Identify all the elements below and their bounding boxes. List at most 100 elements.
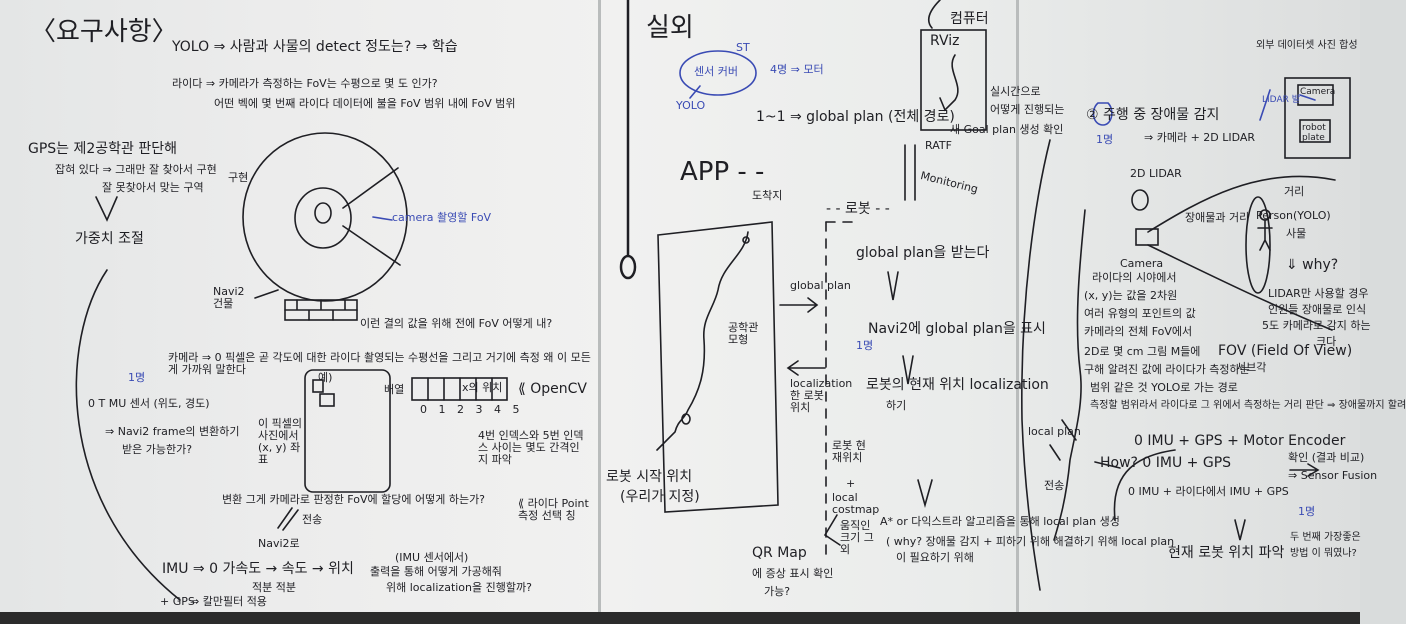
- camera-box-label: Camera: [1300, 87, 1336, 97]
- how-label: 0 IMU + GPS + Motor Encoder: [1134, 433, 1346, 449]
- panel-seam: [1016, 0, 1019, 624]
- navi2-frame-note: ⇒ Navi2 frame의 변환하기: [105, 425, 240, 438]
- robot-current: 로봇 현재위치: [832, 439, 866, 465]
- why-note-2: 이 필요하기 위해: [896, 551, 974, 564]
- yolo-note: YOLO ⇒ 사람과 사물의 detect 정도는? ⇒ 학습: [172, 39, 458, 55]
- lidar-why-4: 크다: [1316, 335, 1337, 348]
- transmit-label: 전송: [302, 513, 323, 526]
- outdoor-title: 실외: [646, 13, 694, 43]
- kalman-filter: ⇒ 칼만필터 적용: [190, 595, 267, 608]
- final-note-1: 두 번째 가장좋은: [1290, 532, 1361, 543]
- imu-sensor-q2: 출력을 통해 어떻게 가공해줘: [370, 565, 502, 578]
- robot-localization-2: 하기: [886, 399, 907, 412]
- how-question: How? 0 IMU + GPS: [1100, 455, 1232, 471]
- sensor-cover: 센서 커버: [694, 65, 738, 78]
- fov-label: FOV (Field Of View): [1218, 343, 1353, 359]
- robot-label: - - 로봇 - -: [826, 201, 890, 217]
- lidar-fov-note: 어떤 벡에 몇 번째 라이다 데이터에 불을 FoV 범위 내에 FoV 범위: [214, 97, 516, 110]
- local-costmap: local costmap: [832, 491, 880, 517]
- camera-question: 카메라 ⇒ 0 픽셀은 곧 각도에 대한 라이다 촬영되는 수평선을 그리고 거…: [168, 351, 591, 377]
- astar-note: A* or 다익스트라 알고리즘을 통해 local plan 생성: [880, 515, 1120, 528]
- integrate-label: 적분 적분: [252, 581, 296, 594]
- rviz-note-3: 새 Goal plan 생성 확인: [950, 123, 1064, 136]
- navi2-display: Navi2에 global plan을 표시: [868, 321, 1046, 337]
- example-label: 예): [318, 371, 333, 384]
- computer-label: 컴퓨터: [950, 11, 989, 27]
- lidar-point-note: ⟪ 라이다 Point 측정 선택 칭: [518, 497, 589, 523]
- qr-map-note: 에 증상 표시 확인: [752, 567, 834, 580]
- obstacle-size: 움직인 크기 그외: [840, 519, 874, 557]
- marker-tray: [0, 612, 1360, 624]
- navi2-frame-q: 받은 가능한가?: [122, 443, 193, 456]
- why-label: ⇓ why?: [1286, 257, 1339, 273]
- lidar-box-label: LIDAR 발: [1262, 95, 1300, 105]
- cam-text-8: 측정할 범위라서 라이다로 그 위에서 측정하는 거리 판단 ⇒ 장애물까지 할…: [1090, 400, 1406, 411]
- requirements-title: 〈요구사항〉: [30, 17, 178, 47]
- assignee-2: 1명: [856, 339, 874, 352]
- rviz-note-2: 어떻게 진행되는: [990, 103, 1065, 116]
- cam-text-2: (x, y)는 값을 2차원: [1084, 289, 1178, 302]
- global-plan-arrow: global plan: [790, 279, 851, 292]
- current-robot-pos: 현재 로봇 위치 파악: [1168, 545, 1285, 561]
- rviz-label: RViz: [930, 33, 960, 49]
- app-title: APP - -: [680, 157, 765, 187]
- final-note-2: 방법 이 뭐였나?: [1290, 548, 1357, 559]
- yolo-small: YOLO: [676, 99, 706, 112]
- transmit-right: 전송: [1044, 479, 1065, 492]
- assignee-4: 1명: [1298, 505, 1316, 518]
- robot-start-note: (우리가 지정): [620, 489, 700, 505]
- st-label: ST: [736, 41, 750, 54]
- imu-sensor-note: 0 T MU 센서 (위도, 경도): [88, 397, 210, 410]
- pixel-digits: 0 1 2 3 4 5: [420, 403, 524, 416]
- imu-integration: IMU ⇒ 0 가속도 → 속도 → 위치: [162, 561, 354, 577]
- camera-label: Camera: [1120, 257, 1164, 270]
- gps-implement: 구현: [228, 171, 249, 184]
- cam-text-7: 범위 같은 것 YOLO로 가는 경로: [1090, 381, 1238, 394]
- local-plan-label: local plan: [1028, 425, 1081, 438]
- whiteboard-drawings: [75, 0, 1351, 601]
- obstacle-method: ⇒ 카메라 + 2D LIDAR: [1144, 131, 1256, 144]
- ratf-label: RATF: [925, 139, 952, 152]
- lidar-fov-question: 라이다 ⇒ 카메라가 측정하는 FoV는 수평으로 몇 도 인가?: [172, 77, 438, 90]
- sensor-motor-note: 4명 ⇒ 모터: [770, 63, 824, 76]
- navi2-to-label: Navi2로: [258, 537, 300, 550]
- index-note: 4번 인덱스와 5번 인덱스 사이는 몇도 간격인지 파악: [478, 429, 584, 467]
- person-yolo: Person(YOLO): [1256, 209, 1331, 222]
- cam-text-6: 구해 알려진 값에 라이다가 측정하는: [1084, 363, 1250, 376]
- gps-note-1: GPS는 제2공학관 판단해: [28, 141, 178, 157]
- cam-text-3: 여러 유형의 포인트의 값: [1084, 307, 1196, 320]
- grid-note: 이런 결의 값을 위해 전에 FoV 어떻게 내?: [360, 317, 553, 330]
- how-option-b: 0 IMU + 라이다에서 IMU + GPS: [1128, 485, 1289, 498]
- lidar-why-1: LIDAR만 사용할 경우: [1268, 287, 1369, 300]
- plus-sign: +: [846, 477, 856, 490]
- robot-plate-label: robot plate: [1302, 123, 1326, 143]
- person-distance: 거리: [1284, 185, 1305, 198]
- cam-text-5: 2D로 몇 cm 그림 M들에: [1084, 345, 1201, 358]
- lidar-2d-label: 2D LIDAR: [1130, 167, 1182, 180]
- lidar-why-2: 인원들 장애물로 인식: [1268, 303, 1367, 316]
- pixel-mark: x의 위치: [462, 381, 503, 394]
- dataset-note: 외부 데이터셋 사진 합성: [1256, 40, 1358, 51]
- distance-label: 장애물과 거리: [1185, 211, 1250, 224]
- gps-note-3: 잘 못찾아서 맞는 구역: [102, 181, 204, 194]
- lidar-why-3: 5도 카메라로 감지 하는: [1262, 319, 1371, 332]
- gps-plus: + GPS: [160, 595, 195, 608]
- opencv-label: ⟪ OpenCV: [518, 381, 587, 397]
- assignee-3: 1명: [1096, 133, 1114, 146]
- obstacle-detect-title: ② 주행 중 장애물 감지: [1086, 107, 1220, 123]
- conversion-question: 변환 그게 카메라로 판정한 FoV에 할당에 어떻게 하는가?: [222, 493, 486, 506]
- rviz-note-1: 실시간으로: [990, 85, 1041, 98]
- pixel-coord-note: 이 픽셀의 사진에서 (x, y) 좌표: [258, 417, 302, 467]
- qr-map: QR Map: [752, 545, 807, 561]
- building-label: 공학관 모형: [728, 321, 759, 347]
- weight-adjust: 가중치 조절: [75, 231, 144, 247]
- cam-text-4: 카메라의 전체 FoV에서: [1084, 325, 1193, 338]
- why-note: ( why? 장애물 감지 + 피하기 위해 해결하기 위해 local pla…: [886, 535, 1175, 548]
- fov-annotation: camera 촬영할 FoV: [392, 211, 492, 224]
- object-label: 사물: [1286, 227, 1307, 240]
- assignee-1: 1명: [128, 371, 146, 384]
- navi2-label: Navi2 건물: [213, 285, 245, 311]
- robot-start: 로봇 시작 위치: [606, 469, 693, 485]
- cam-text-1: 라이다의 시야에서: [1092, 271, 1177, 284]
